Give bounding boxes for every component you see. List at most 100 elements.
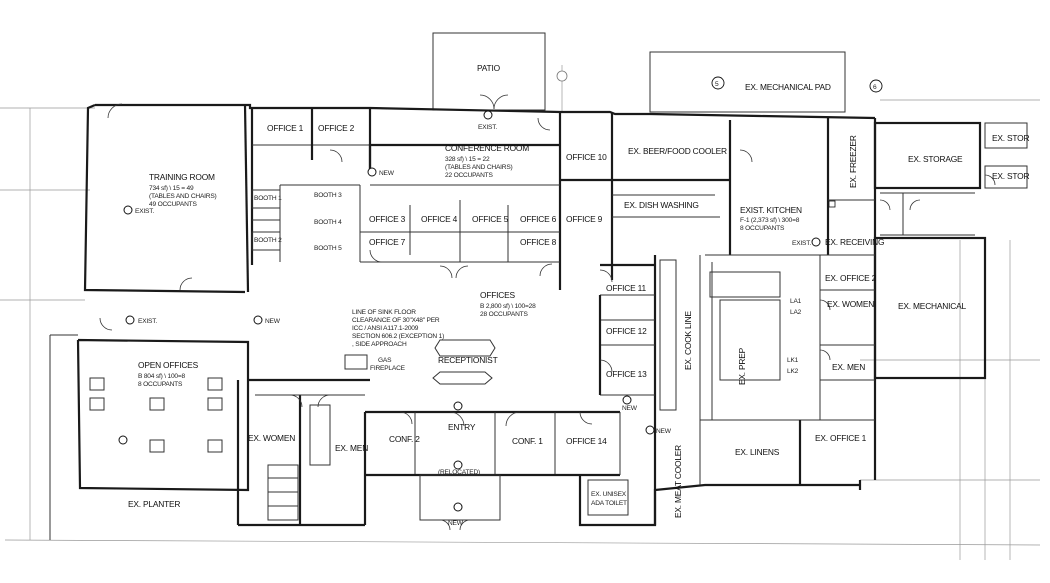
label-booth-1: BOOTH 1 [254,195,282,202]
label-mech-pad: EX. MECHANICAL PAD [745,82,831,92]
exit-marker-office13 [622,395,632,405]
sink-note-5: , SIDE APPROACH [352,341,407,348]
label-la2: LA2 [790,309,802,316]
label-prep: EX. PREP [737,347,747,385]
exit-marker-kitchen [811,237,821,247]
label-ex-men-k: EX. MEN [832,362,865,372]
label-meat-cooler: EX. MEAT COOLER [673,445,683,518]
label-grid-6: 6 [873,84,877,91]
label-beer-cooler: EX. BEER/FOOD COOLER [628,146,727,156]
sink-note-3: ICC / ANSI A117.1-2009 [352,325,419,332]
kitchen-occ-1: F-1 (2,373 sf) \ 300=8 [740,217,800,224]
offices-occ-2: 28 OCCUPANTS [480,311,528,318]
label-mechanical: EX. MECHANICAL [898,301,966,311]
exit-marker-open-office [118,435,128,445]
site-lines [0,99,1041,560]
label-ex-women: EX. WOMEN [248,433,295,443]
label-entry: ENTRY [448,422,476,432]
label-patio: PATIO [477,63,501,73]
label-office-13: OFFICE 13 [606,369,647,379]
label-cook-line: EX. COOK LINE [683,311,693,370]
exit-label-office13: NEW [622,405,638,412]
label-office-2: OFFICE 2 [318,123,355,133]
label-booth-5: BOOTH 5 [314,245,342,252]
exit-marker-patio [483,110,493,120]
label-conference: CONFERENCE ROOM [445,143,529,153]
open-office-desks [89,377,223,453]
label-conf-1: CONF. 1 [512,436,543,446]
label-office-9: OFFICE 9 [566,214,603,224]
label-booth-2: BOOTH 2 [254,237,282,244]
exit-marker-entry [453,401,463,411]
label-ex-office-2: EX. OFFICE 2 [825,273,877,283]
label-unisex-2: ADA TOILET [591,500,627,507]
label-ex-women-k: EX. WOMEN [827,299,874,309]
label-ex-stor-1: EX. STOR [992,133,1029,143]
exit-label-conference: NEW [379,170,395,177]
sink-note-4: SECTION 606.2 (EXCEPTION 1) [352,333,444,340]
conference-occ-1: 328 sf) \ 15 = 22 [445,156,490,163]
label-training: TRAINING ROOM [149,172,215,182]
label-office-1: OFFICE 1 [267,123,304,133]
exit-marker-east [645,425,655,435]
label-office-12: OFFICE 12 [606,326,647,336]
label-open-offices: OPEN OFFICES [138,360,199,370]
exit-label-training: EXIST. [135,208,154,215]
exit-label-patio: EXIST. [478,124,497,131]
exit-label-west: EXIST. [138,318,157,325]
label-office-14: OFFICE 14 [566,436,607,446]
grid-bubble-5 [711,76,725,90]
freezer-box [828,200,836,208]
training-occ-1: 734 sf) \ 15 = 49 [149,185,194,192]
open-occ-2: 8 OCCUPANTS [138,381,183,388]
label-office-7: OFFICE 7 [369,237,406,247]
exit-label-center: NEW [265,318,281,325]
exit-marker-vestibule [453,502,463,512]
label-la1: LA1 [790,298,802,305]
label-dish: EX. DISH WASHING [624,200,699,210]
exit-label-vestibule: NEW [448,520,464,527]
open-occ-1: B 804 sf) \ 100=8 [138,373,186,380]
exit-marker-conference [367,167,377,177]
training-occ-3: 49 OCCUPANTS [149,201,197,208]
label-ex-storage: EX. STORAGE [908,154,963,164]
label-ex-men: EX. MEN [335,443,368,453]
label-offices: OFFICES [480,290,516,300]
interior-walls [248,108,875,525]
sink-note-1: LINE OF SINK FLOOR [352,309,416,316]
relocated-note: (RELOCATED) [438,469,480,476]
exit-marker-training [123,205,133,215]
label-receptionist: RECEPTIONIST [438,355,498,365]
label-receiving: EX. RECEIVING [825,237,884,247]
label-ex-linens: EX. LINENS [735,447,780,457]
label-booth-4: BOOTH 4 [314,219,342,226]
label-ex-stor-2: EX. STOR [992,171,1029,181]
label-conf-2: CONF. 2 [389,434,420,444]
label-kitchen: EXIST. KITCHEN [740,205,802,215]
label-office-6: OFFICE 6 [520,214,557,224]
label-office-8: OFFICE 8 [520,237,557,247]
sink-note-2: CLEARANCE OF 30"X48" PER [352,317,440,324]
conference-occ-2: (TABLES AND CHAIRS) [445,164,513,171]
reception-desk-top [434,339,496,357]
training-occ-2: (TABLES AND CHAIRS) [149,193,217,200]
label-office-3: OFFICE 3 [369,214,406,224]
kitchen-occ-2: 8 OCCUPANTS [740,225,785,232]
gas-note: GAS [378,357,392,364]
label-grid-5: 5 [715,81,719,88]
exit-marker-relocated [453,460,463,470]
fireplace-note: FIREPLACE [370,365,406,372]
exit-labels: EXIST. NEW EXIST. EXIST. NEW NEW NEW NEW [135,124,672,527]
label-office-5: OFFICE 5 [472,214,509,224]
kitchen-exist: EXIST. [792,240,811,247]
label-unisex-1: EX. UNISEX [591,491,627,498]
label-office-4: OFFICE 4 [421,214,458,224]
label-lk2: LK2 [787,368,799,375]
conference-occ-3: 22 OCCUPANTS [445,172,493,179]
exit-label-east: NEW [656,428,672,435]
exit-marker-west [125,315,135,325]
label-lk1: LK1 [787,357,799,364]
label-booth-3: BOOTH 3 [314,192,342,199]
label-freezer: EX. FREEZER [848,135,858,188]
